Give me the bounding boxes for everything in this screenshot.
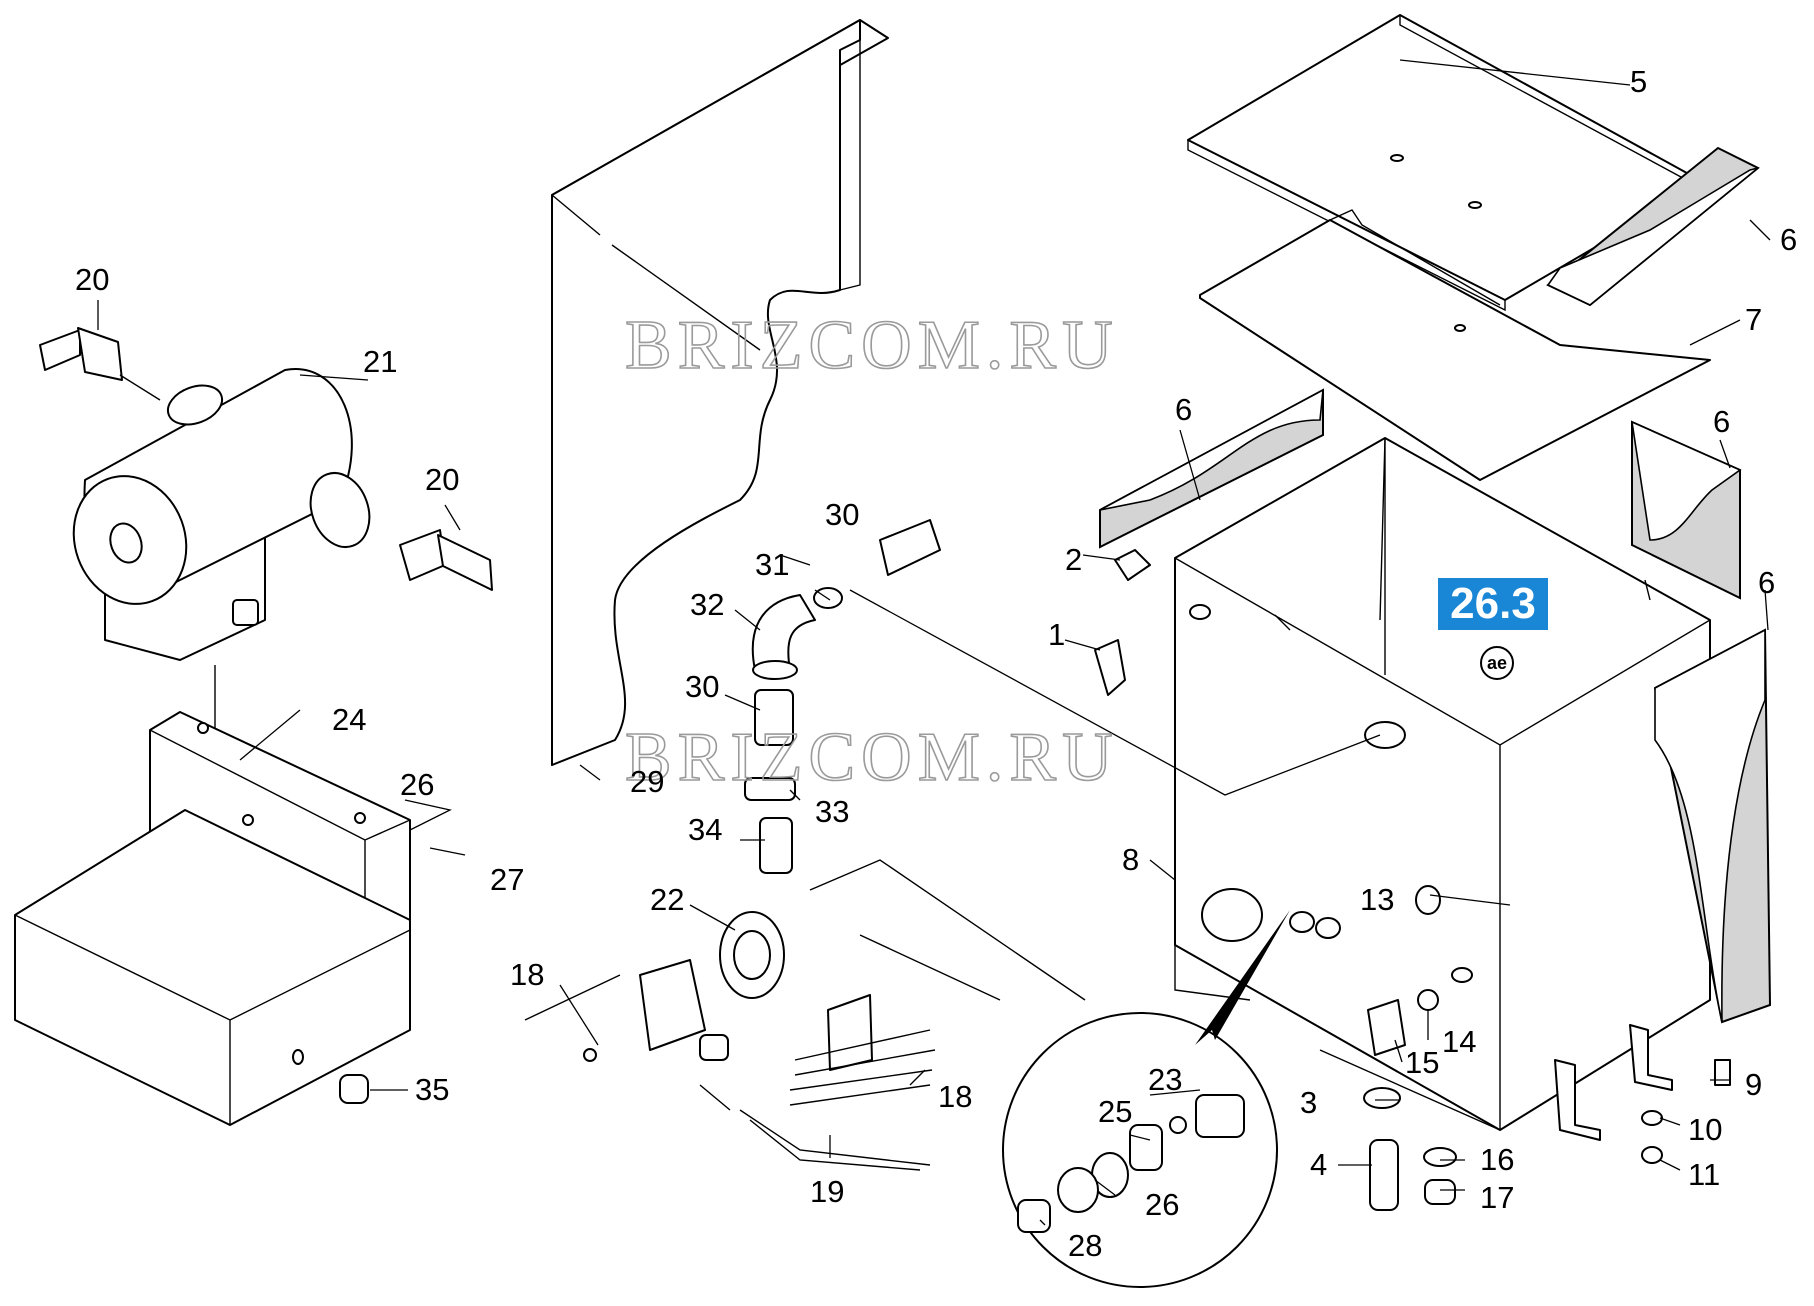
watermark-top: BRIZCOM.RU [625, 307, 1119, 384]
callout-symbol: ae [1480, 646, 1514, 680]
hose-assembly [744, 519, 941, 874]
label-part-30a: 30 [825, 497, 859, 532]
label-part-10: 10 [1688, 1112, 1722, 1147]
label-part-23: 23 [1148, 1062, 1182, 1097]
label-part-22: 22 [650, 882, 684, 917]
label-part-29: 29 [630, 764, 664, 799]
pump-21 [72, 368, 371, 661]
label-part-6d: 6 [1758, 565, 1775, 600]
label-part-31: 31 [755, 547, 789, 582]
watermark-middle: BRIZCOM.RU [625, 719, 1119, 796]
label-part-4: 4 [1310, 1147, 1327, 1182]
detail-circle [1002, 910, 1290, 1288]
label-part-13: 13 [1360, 882, 1394, 917]
section-badge: 26.3 [1438, 578, 1548, 630]
leader-lines [97, 59, 1771, 1226]
label-part-35: 35 [415, 1072, 449, 1107]
tank-fittings [1094, 549, 1731, 1211]
label-part-33: 33 [815, 794, 849, 829]
label-part-14: 14 [1442, 1024, 1476, 1059]
heater-assembly [524, 859, 1086, 1171]
label-part-32: 32 [690, 587, 724, 622]
foam-pads-6 [1099, 146, 1772, 1024]
label-part-24: 24 [332, 702, 366, 737]
label-part-18a: 18 [510, 957, 544, 992]
label-part-20a: 20 [75, 262, 109, 297]
label-part-1: 1 [1048, 617, 1065, 652]
label-part-18b: 18 [938, 1079, 972, 1114]
label-part-30b: 30 [685, 669, 719, 704]
label-part-21: 21 [363, 344, 397, 379]
label-part-6c: 6 [1713, 404, 1730, 439]
label-part-5: 5 [1630, 64, 1647, 99]
label-part-25: 25 [1098, 1094, 1132, 1129]
label-part-26a: 26 [400, 767, 434, 802]
label-part-11: 11 [1688, 1157, 1720, 1192]
hose-connection-line [849, 589, 1381, 796]
gasket-7 [1199, 209, 1711, 481]
label-part-15: 15 [1405, 1045, 1439, 1080]
label-part-19: 19 [810, 1174, 844, 1209]
label-part-28: 28 [1068, 1228, 1102, 1263]
side-panel-29 [551, 19, 889, 766]
tank-body-8 [1174, 437, 1711, 1141]
label-part-7: 7 [1745, 302, 1762, 337]
label-part-9: 9 [1745, 1067, 1762, 1102]
label-part-16: 16 [1480, 1142, 1514, 1177]
label-part-34: 34 [688, 812, 722, 847]
label-part-6a: 6 [1780, 222, 1797, 257]
hose-fitting-20 [39, 327, 493, 591]
label-part-20b: 20 [425, 462, 459, 497]
label-part-6b: 6 [1175, 392, 1192, 427]
label-part-2: 2 [1065, 542, 1082, 577]
label-part-26b: 26 [1145, 1187, 1179, 1222]
tray-35 [14, 809, 411, 1126]
label-part-8: 8 [1122, 842, 1139, 877]
label-part-17: 17 [1480, 1180, 1514, 1215]
part-labels: 1 2 3 4 5 6 6 6 6 7 8 9 10 11 13 14 15 1… [75, 64, 1797, 1263]
label-part-3: 3 [1300, 1085, 1317, 1120]
label-part-27: 27 [490, 862, 524, 897]
